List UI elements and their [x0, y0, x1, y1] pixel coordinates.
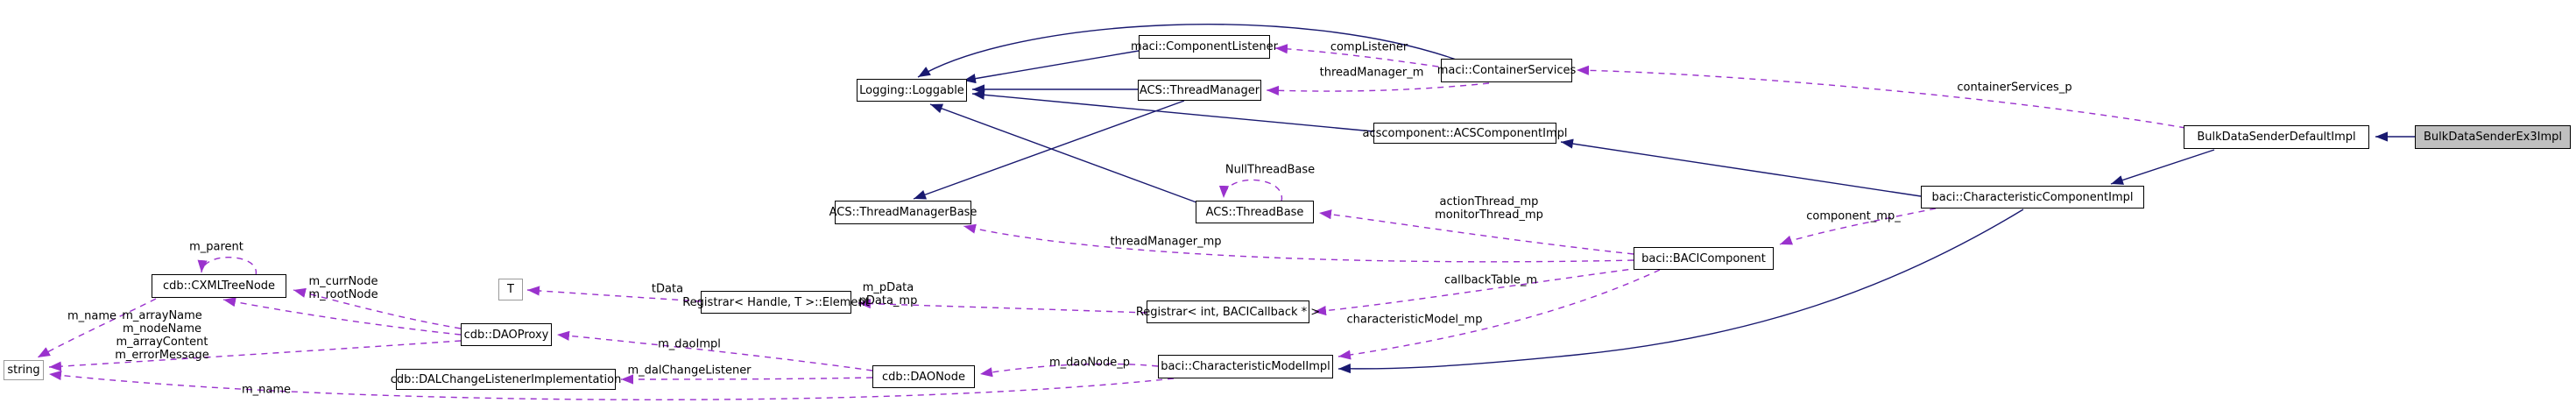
edge-mname-model-to-string: [48, 370, 1175, 400]
node-characteristic-model-impl-label: baci::CharacteristicModelImpl: [1161, 360, 1330, 373]
edge-componentlistener-to-loggable: [963, 50, 1140, 84]
node-thread-manager-base[interactable]: ACS::ThreadManagerBase: [829, 201, 977, 224]
node-registrar-element[interactable]: Registrar< Handle, T >::Element: [682, 291, 870, 314]
edge-containerservices-p: [1576, 65, 2186, 129]
edge-label-daoproxy-strings: m_arrayName m_nodeName m_arrayContent m_…: [115, 309, 209, 362]
edge-complistener: [1274, 44, 1462, 71]
node-loggable[interactable]: Logging::Loggable: [857, 79, 967, 102]
node-characteristic-model-impl[interactable]: baci::CharacteristicModelImpl: [1158, 355, 1333, 378]
node-registrar-int[interactable]: Registrar< int, BACICallback * >: [1136, 300, 1320, 323]
node-cxml-tree-node[interactable]: cdb::CXMLTreeNode: [152, 274, 286, 298]
node-component-listener-label: maci::ComponentListener: [1131, 40, 1278, 53]
node-baci-component-label: baci::BACIComponent: [1641, 251, 1766, 265]
node-string-label: string: [7, 364, 40, 377]
edge-mrootnode: [222, 297, 462, 336]
edge-label-tdata: tData: [651, 282, 684, 296]
edge-threadmanager-to-threadmanagerbase: [913, 100, 1185, 200]
edge-nullthreadbase-selfloop: [1218, 179, 1282, 202]
node-string[interactable]: string: [4, 360, 44, 380]
node-acs-component-impl-label: acscomponent::ACSComponentImpl: [1362, 126, 1568, 140]
edge-label-component-mp: component_mp_: [1806, 209, 1901, 223]
edge-characteristicmodel-mp: [1337, 269, 1661, 360]
edge-containerservices-to-loggable: [917, 24, 1462, 78]
edge-mdaoimpl: [556, 330, 873, 371]
edge-label-characteristicmodel-mp: characteristicModel_mp: [1346, 313, 1483, 327]
node-thread-manager-label: ACS::ThreadManager: [1139, 83, 1260, 97]
node-bulk-data-sender-ex3-impl[interactable]: BulkDataSenderEx3Impl: [2415, 125, 2571, 149]
node-characteristic-component-impl-label: baci::CharacteristicComponentImpl: [1931, 190, 2134, 204]
node-bulk-data-sender-default-impl-label: BulkDataSenderDefaultImpl: [2197, 131, 2356, 144]
node-bulk-data-sender-ex3-impl-label: BulkDataSenderEx3Impl: [2424, 131, 2562, 144]
edge-actionthread-monitorthread: [1318, 209, 1634, 255]
node-container-services-label: maci::ContainerServices: [1436, 64, 1577, 77]
node-thread-manager[interactable]: ACS::ThreadManager: [1138, 80, 1261, 101]
edge-daoproxy-strings: [48, 340, 462, 371]
node-template-param-t-label: T: [507, 283, 514, 296]
edge-label-nullthreadbase: NullThreadBase: [1224, 163, 1316, 177]
edge-label-mparent: m_parent: [189, 240, 243, 254]
node-dao-proxy-label: cdb::DAOProxy: [463, 328, 549, 342]
edge-acscomponentimpl-to-loggable: [971, 89, 1374, 132]
node-cxml-tree-node-label: cdb::CXMLTreeNode: [162, 279, 276, 293]
edge-component-mp: [1779, 208, 1937, 245]
node-baci-component[interactable]: baci::BACIComponent: [1634, 247, 1774, 270]
node-template-param-t[interactable]: T: [498, 279, 523, 300]
edge-characteristiccomponentimpl-to-characteristicmodelimpl: [1337, 209, 2024, 374]
node-dao-node-label: cdb::DAONode: [881, 370, 966, 384]
node-dal-change-listener-implementation-label: cdb::DALChangeListenerImplementation: [390, 372, 622, 386]
edge-label-threadmanager-mp: threadManager_mp: [1110, 235, 1222, 249]
node-acs-component-impl[interactable]: acscomponent::ACSComponentImpl: [1362, 123, 1568, 144]
edge-label-mdaoimpl: m_daoImpl: [658, 337, 721, 351]
node-bulk-data-sender-default-impl[interactable]: BulkDataSenderDefaultImpl: [2184, 125, 2369, 149]
edge-mpdata-pdata-mp: [857, 298, 1147, 314]
node-registrar-element-label: Registrar< Handle, T >::Element: [682, 295, 870, 309]
node-dao-node[interactable]: cdb::DAONode: [872, 365, 975, 388]
edge-label-threadmanager-m: threadManager_m: [1319, 66, 1424, 80]
node-characteristic-component-impl[interactable]: baci::CharacteristicComponentImpl: [1921, 186, 2144, 209]
node-registrar-int-label: Registrar< int, BACICallback * >: [1135, 305, 1321, 319]
edge-threadbase-to-loggable: [929, 103, 1197, 203]
edge-label-mname-model: m_name: [241, 383, 292, 397]
edge-defaultimpl-to-characteristiccomponentimpl: [2110, 149, 2215, 185]
node-dao-proxy[interactable]: cdb::DAOProxy: [461, 323, 552, 346]
edge-label-mdalchangelistener: m_dalChangeListener: [627, 364, 752, 378]
node-loggable-label: Logging::Loggable: [859, 83, 964, 97]
edge-label-mpdata-pdata-mp: m_pData pData_mp: [858, 281, 918, 308]
edge-threadmanager-m: [1266, 82, 1490, 95]
edge-label-mcurrnode-mrootnode: m_currNode m_rootNode: [308, 275, 378, 301]
node-thread-manager-base-label: ACS::ThreadManagerBase: [829, 206, 977, 219]
edge-mname-tree-to-string: [37, 298, 157, 358]
node-thread-base[interactable]: ACS::ThreadBase: [1196, 201, 1314, 223]
edge-mcurrnode: [293, 287, 462, 329]
edge-mdalchangelistener: [620, 374, 873, 385]
edge-label-mdaonode-p: m_daoNode_p: [1048, 356, 1131, 370]
edge-label-actionthread-monitorthread: actionThread_mp monitorThread_mp: [1435, 195, 1543, 222]
edge-threadmanager-mp: [963, 223, 1634, 263]
node-thread-base-label: ACS::ThreadBase: [1205, 205, 1304, 219]
node-container-services[interactable]: maci::ContainerServices: [1437, 59, 1576, 82]
edge-label-complistener: compListener: [1330, 40, 1408, 54]
edge-label-containerservices-p: containerServices_p: [1957, 81, 2072, 95]
edge-callbacktable-m: [1313, 267, 1641, 316]
edge-mparent-selfloop: [197, 257, 257, 276]
node-component-listener[interactable]: maci::ComponentListener: [1131, 35, 1278, 59]
edge-characteristiccomponentimpl-to-acscomponentimpl: [1560, 138, 1922, 197]
node-dal-change-listener-implementation[interactable]: cdb::DALChangeListenerImplementation: [391, 369, 621, 390]
edge-label-mname-tree: m_name: [67, 309, 117, 323]
edge-label-callbacktable-m: callbackTable_m: [1443, 273, 1538, 287]
